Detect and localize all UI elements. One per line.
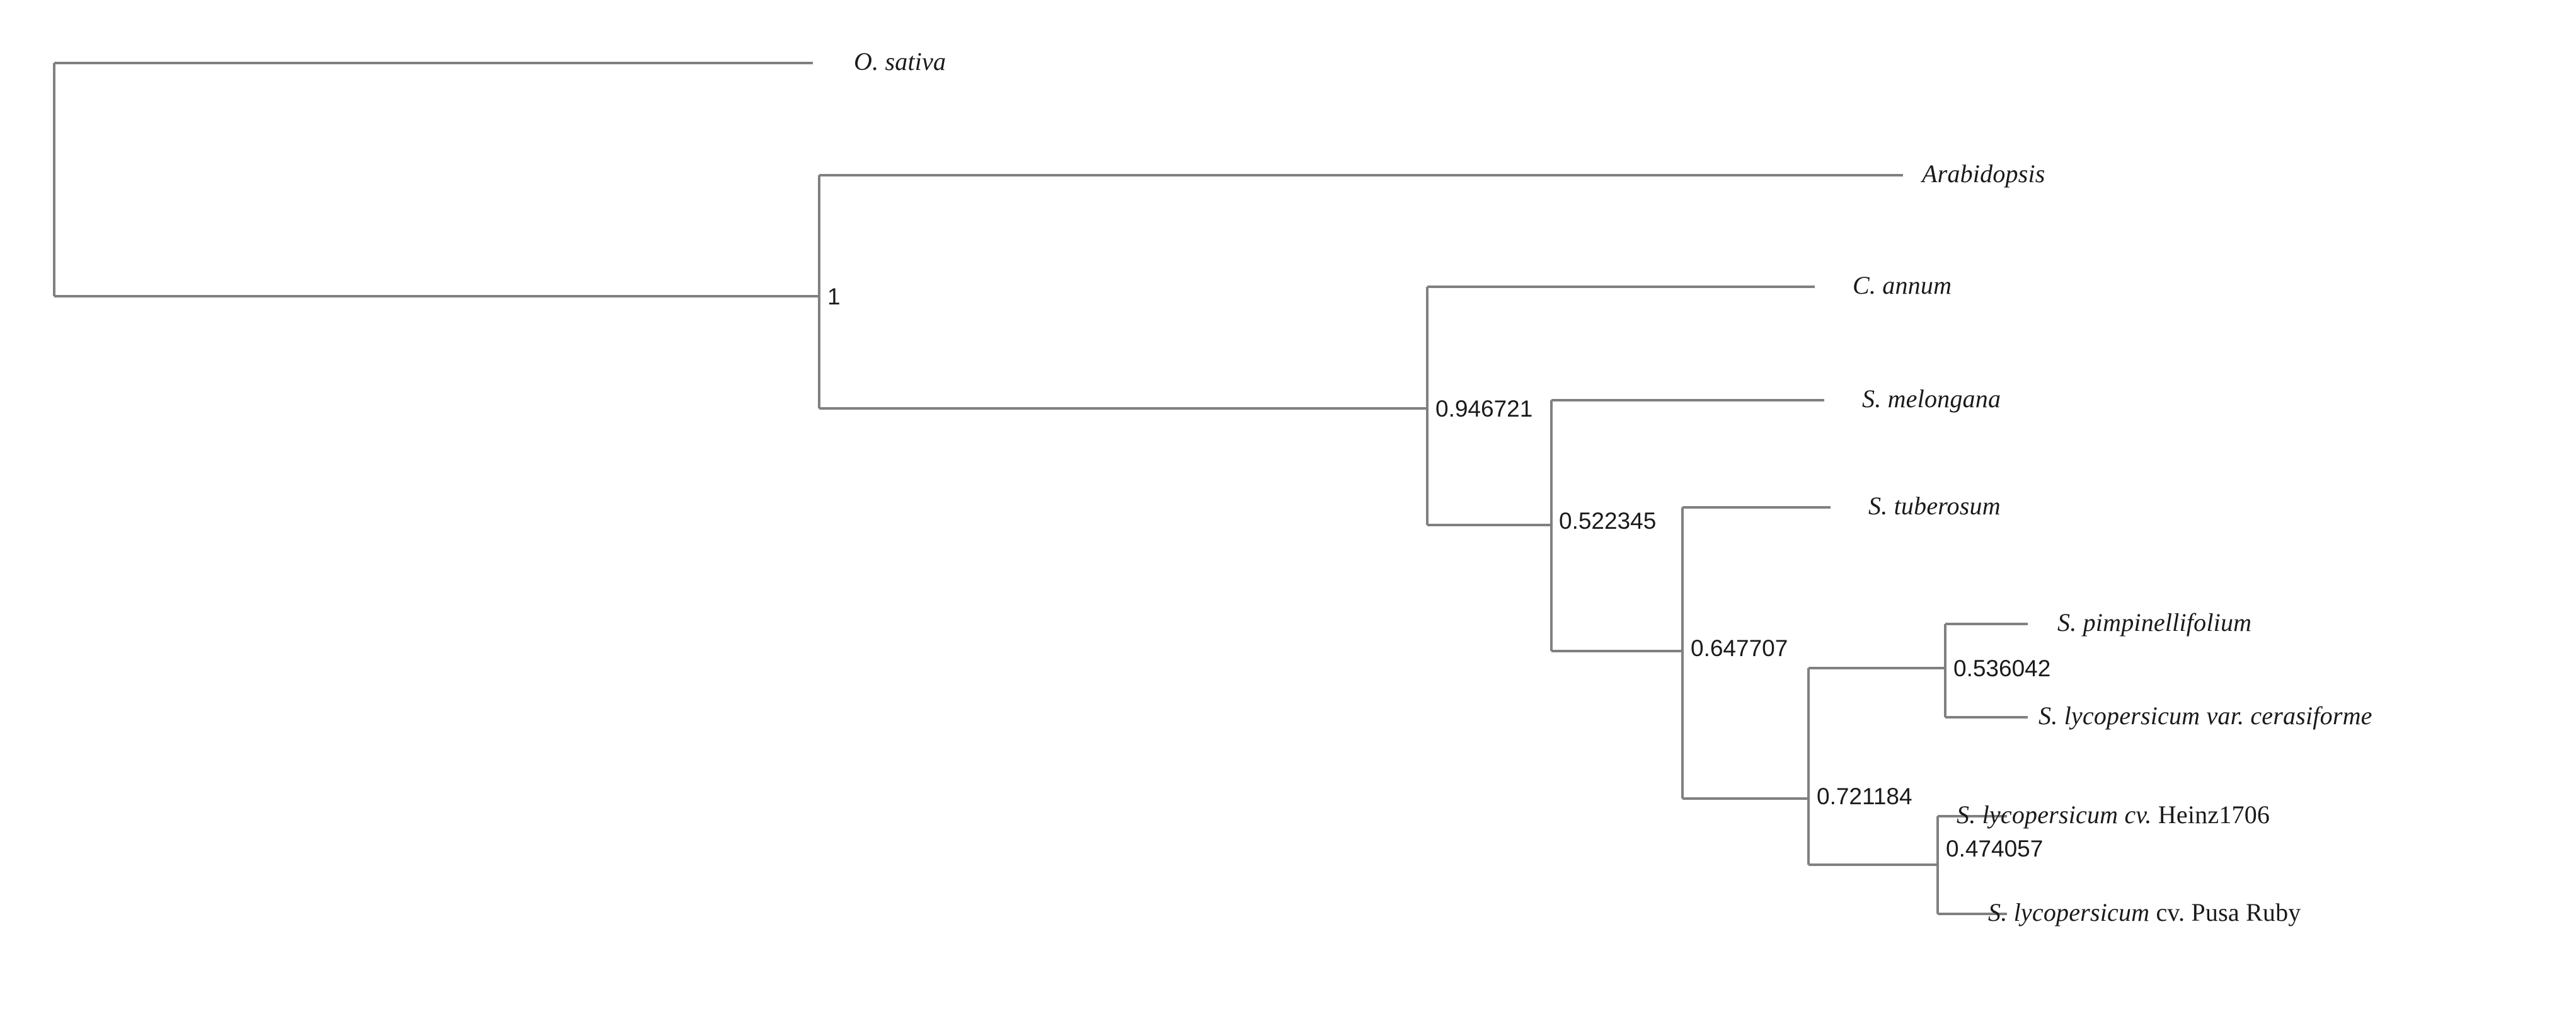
taxon-label-s-lycopersicum-cv-pusa-ruby: S. lycopersicum cv. Pusa Ruby bbox=[1988, 900, 2301, 925]
taxon-label-s-pimpinellifolium: S. pimpinellifolium bbox=[2057, 610, 2251, 635]
taxon-name-part: S. tuberosum bbox=[1868, 492, 2001, 520]
branch-group bbox=[53, 62, 2028, 915]
taxon-name-part: O. sativa bbox=[854, 47, 946, 76]
support-value-node-946721: 0.946721 bbox=[1435, 396, 1533, 422]
taxon-label-c-annum: C. annum bbox=[1853, 273, 1952, 298]
support-value-node-647707: 0.647707 bbox=[1691, 635, 1788, 661]
taxon-name-part: S. melongana bbox=[1862, 384, 2001, 413]
taxon-label-s-tuberosum: S. tuberosum bbox=[1868, 494, 2001, 519]
taxon-name-part: S. pimpinellifolium bbox=[2057, 608, 2252, 637]
taxon-label-o-sativa: O. sativa bbox=[854, 49, 946, 74]
support-value-node-474057: 0.474057 bbox=[1946, 836, 2044, 862]
support-value-node-536042: 0.536042 bbox=[1953, 655, 2051, 681]
taxon-label-s-lycopersicum-cv-heinz1706: S. lycopersicum cv. Heinz1706 bbox=[1957, 802, 2270, 828]
taxon-name-part: C. annum bbox=[1853, 271, 1952, 299]
taxon-name-part: Arabidopsis bbox=[1922, 159, 2045, 188]
support-value-node-1: 1 bbox=[827, 284, 841, 309]
taxon-label-s-melongana: S. melongana bbox=[1862, 386, 2001, 412]
taxon-name-part: cv. Pusa Ruby bbox=[2149, 898, 2301, 927]
taxon-name-part: Heinz1706 bbox=[2151, 800, 2270, 829]
support-value-node-721184: 0.721184 bbox=[1817, 783, 1912, 809]
taxon-label-arabidopsis: Arabidopsis bbox=[1922, 161, 2045, 187]
support-value-node-522345: 0.522345 bbox=[1559, 508, 1657, 534]
taxon-label-s-lycopersicum-var-cerasiforme: S. lycopersicum var. cerasiforme bbox=[2038, 703, 2372, 729]
taxon-name-part: S. lycopersicum bbox=[1988, 898, 2150, 927]
taxon-name-part: S. lycopersicum var. cerasiforme bbox=[2038, 701, 2372, 730]
taxon-name-part: S. lycopersicum cv. bbox=[1957, 800, 2152, 829]
